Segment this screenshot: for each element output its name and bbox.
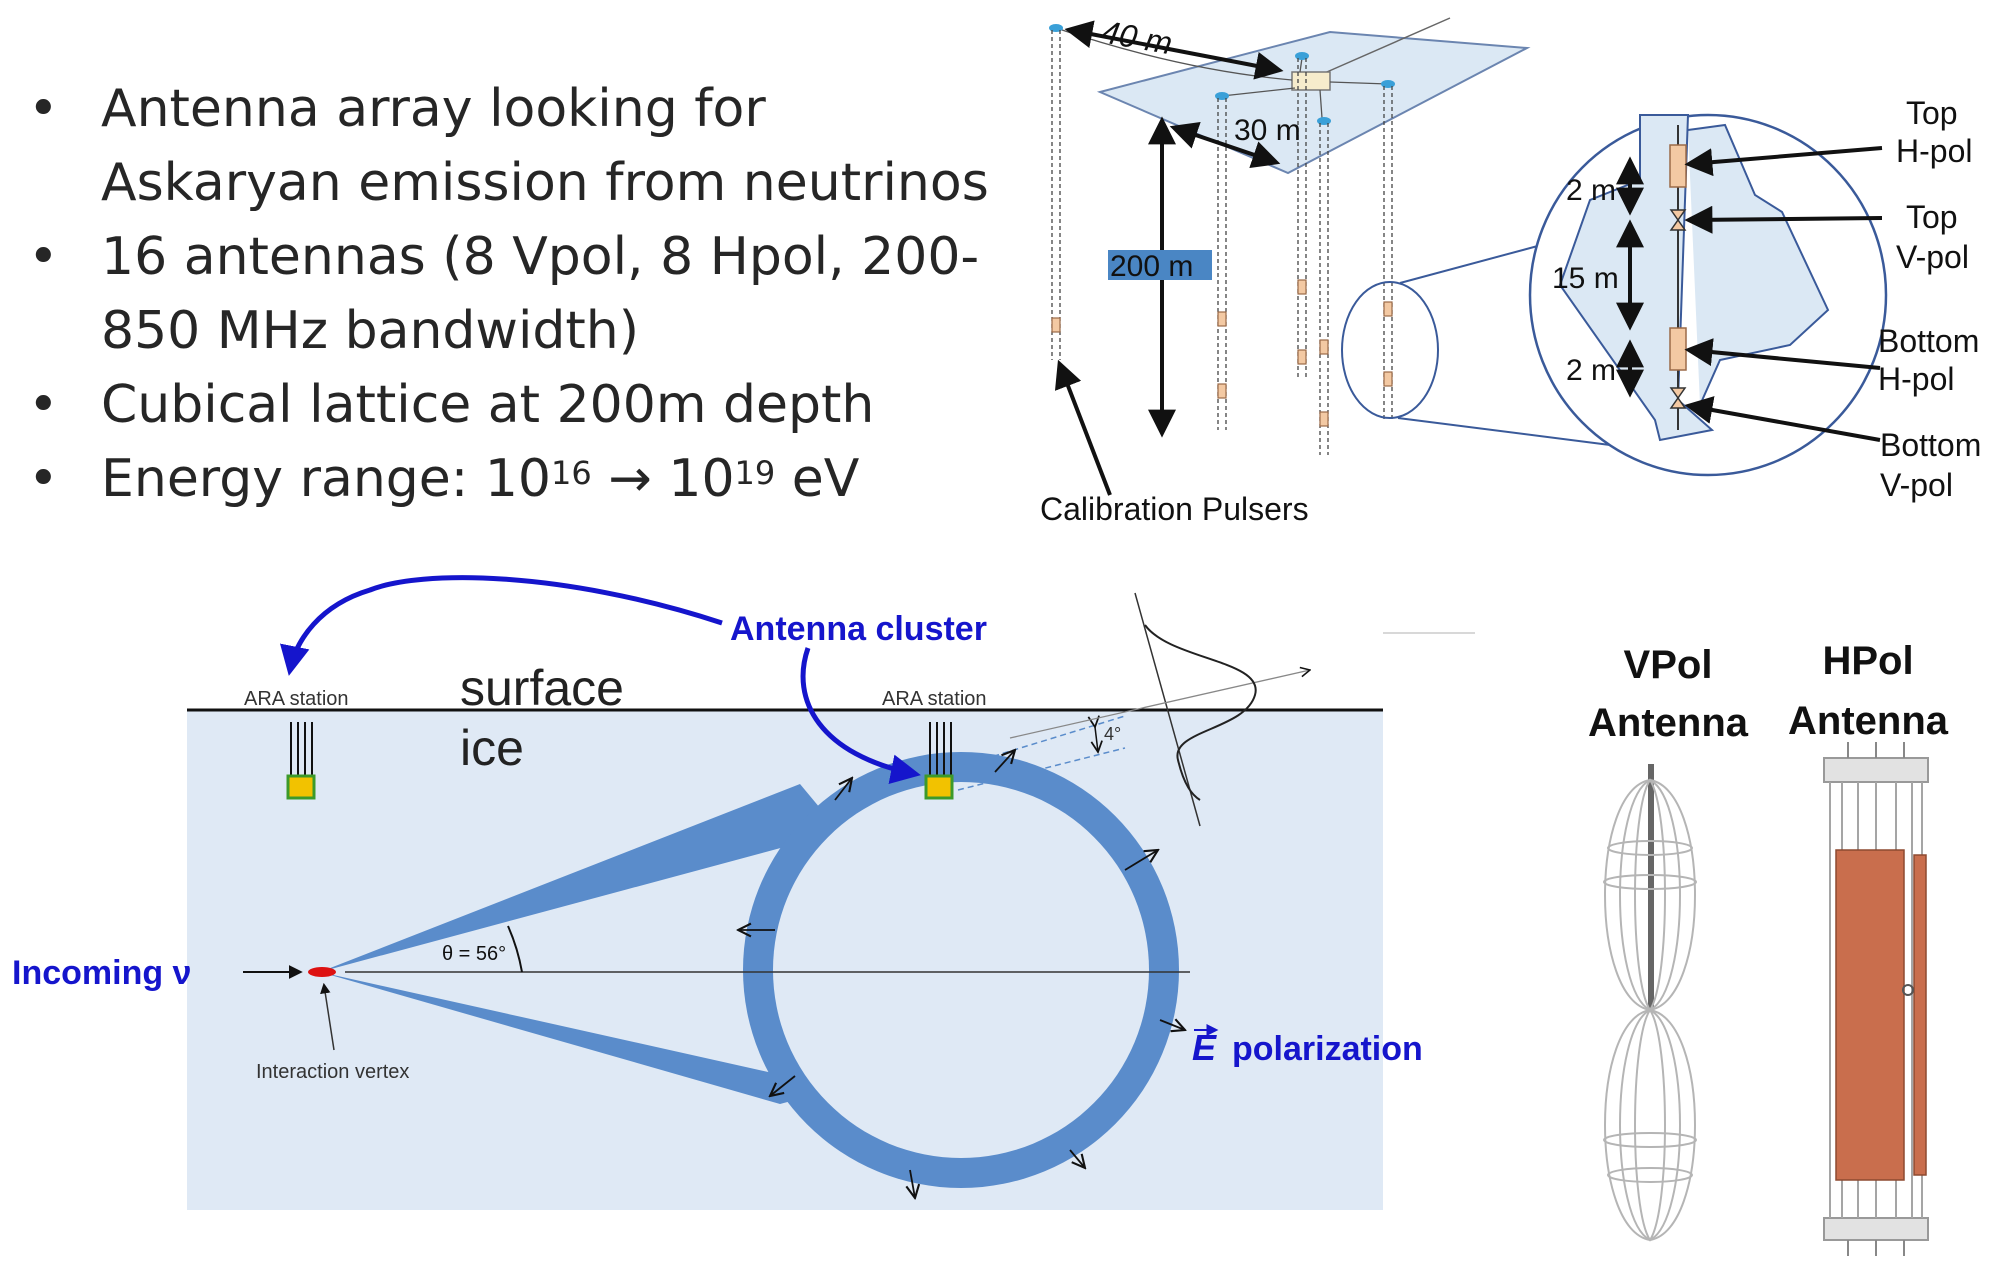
vpol-antenna	[1603, 764, 1697, 1242]
daq-box	[1291, 71, 1331, 91]
e-symbol: E	[1192, 1027, 1217, 1068]
antenna-cluster-label: Antenna cluster	[730, 610, 987, 648]
ara-station-right-label: ARA station	[882, 688, 987, 710]
bullet-text: Antenna array looking for Askaryan emiss…	[101, 79, 989, 213]
zoom-line	[1397, 417, 1611, 446]
vpol-marker	[1669, 387, 1687, 409]
signal-pulse	[1144, 624, 1257, 801]
vertex-pointer	[320, 982, 335, 1051]
bullet-text: Energy range:	[101, 449, 485, 509]
radiation-arrows	[738, 750, 1185, 1198]
polarization-label: polarization	[1232, 1030, 1423, 1068]
bullet-item: Cubical lattice at 200m depth	[28, 368, 1008, 442]
calibration-label: Calibration Pulsers	[1040, 491, 1309, 527]
borehole-strings	[1051, 30, 1393, 455]
dimension-2m-bottom: 2 m	[1566, 354, 1616, 387]
pointer-arrow	[1684, 146, 1883, 177]
ara-station-right	[924, 722, 954, 800]
ara-station-left-label: ARA station	[244, 688, 349, 710]
antenna-markers	[1051, 279, 1393, 427]
antenna-marker	[1669, 327, 1687, 371]
vertex-label: Interaction vertex	[256, 1061, 409, 1083]
ray-dashed	[957, 747, 1126, 791]
zoom-source-ellipse	[1341, 281, 1439, 419]
arrow-glyph: →	[608, 449, 652, 509]
incoming-label: Incoming ν	[12, 954, 191, 992]
cluster-arrow-left	[280, 575, 723, 676]
ara-station-left	[286, 722, 316, 800]
pointer-arrow	[1684, 396, 1881, 442]
dimension-30m: 30 m	[1234, 114, 1301, 147]
bullet-item: Energy range: 1016 → 1019 eV	[28, 442, 1008, 516]
angle-4-label: 4°	[1104, 724, 1121, 744]
pointer-arrow	[1684, 205, 1883, 234]
bullet-text: Cubical lattice at 200m depth	[101, 375, 875, 435]
dimension-arrow	[1169, 121, 1281, 169]
bullet-item: Antenna array looking for Askaryan emiss…	[28, 72, 1008, 220]
dimension-arrow	[1064, 20, 1284, 80]
cluster-arrow-right	[800, 647, 921, 784]
bullet-list: Antenna array looking for Askaryan emiss…	[28, 72, 1008, 516]
bullet-item: 16 antennas (8 Vpol, 8 Hpol, 200-850 MHz…	[28, 220, 1008, 368]
energy-unit: eV	[791, 449, 860, 509]
theta-label: θ = 56°	[442, 943, 506, 965]
theta-arc	[507, 925, 523, 973]
cone-diagram: θ = 56° Incoming ν Interaction vertex AR…	[12, 575, 1475, 1210]
dimension-200m-bg	[1108, 250, 1212, 280]
dimension-15m: 15 m	[1552, 262, 1619, 295]
cable-line	[1319, 17, 1451, 76]
surface-label: surface	[460, 660, 624, 716]
angle-arrow	[1095, 727, 1098, 752]
signal-direction	[1009, 670, 1310, 739]
hpol-antenna	[1823, 742, 1929, 1256]
pointer-arrow	[1684, 338, 1881, 370]
station-diagram: 40 m 30 m 200 m Calibration Pulsers 2 m …	[1040, 13, 1981, 527]
dimension-200m: 200 m	[1110, 250, 1193, 283]
cherenkov-cone	[320, 752, 1179, 1188]
interaction-vertex	[308, 967, 336, 977]
bullet-text: 16 antennas (8 Vpol, 8 Hpol, 200-850 MHz…	[101, 227, 980, 361]
energy-exponent: 16	[551, 454, 592, 492]
energy-base: 10	[484, 449, 552, 509]
vpol-marker	[1669, 209, 1687, 231]
energy-base: 10	[668, 449, 735, 509]
dimension-2m-top: 2 m	[1566, 174, 1616, 207]
pointer-arrow	[1054, 359, 1112, 496]
energy-exponent: 19	[734, 454, 776, 492]
dimension-40m: 40 m	[1099, 13, 1175, 61]
zoom-line	[1399, 239, 1561, 284]
ice-label: ice	[460, 720, 524, 776]
antenna-marker	[1669, 144, 1687, 188]
